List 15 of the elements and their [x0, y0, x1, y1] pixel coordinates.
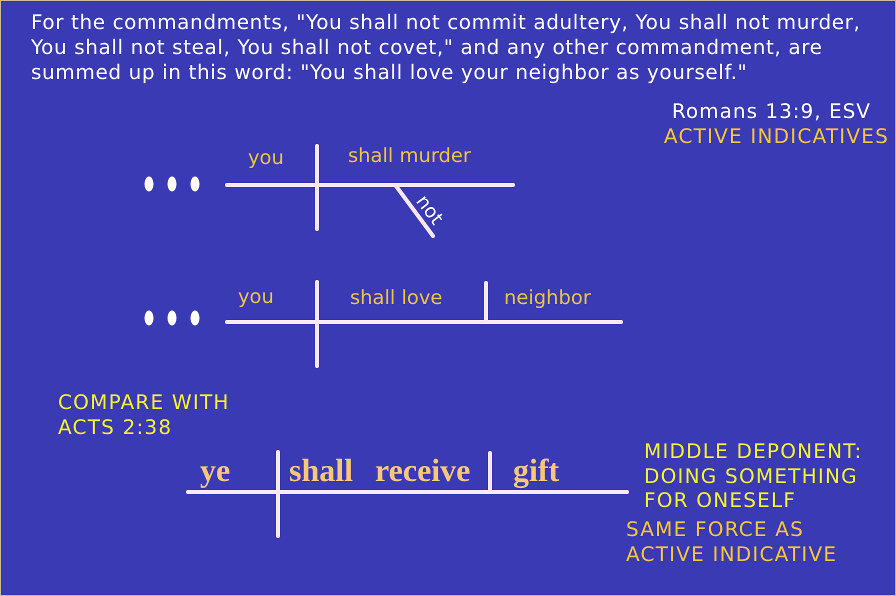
subject-word: you — [238, 285, 274, 309]
citation-text: Romans 13:9, ESV — [672, 99, 871, 123]
note-text: SAME FORCE AS ACTIVE INDICATIVE — [626, 517, 838, 566]
object-word: gift — [513, 453, 560, 487]
object-word: neighbor — [504, 286, 591, 310]
subject-word: ye — [200, 453, 230, 487]
section-heading: ACTIVE INDICATIVES — [664, 124, 889, 148]
verb-phrase: shall love — [350, 286, 442, 310]
verb-phrase: shall murder — [348, 144, 471, 168]
note-text: MIDDLE DEPONENT: DOING SOMETHING FOR ONESELF — [644, 439, 864, 512]
modifier-word: not — [410, 190, 448, 230]
subject-word: you — [248, 146, 284, 170]
note-text: COMPARE WITH ACTS 2:38 — [58, 390, 231, 439]
verb-phrase: shall receive — [289, 453, 470, 487]
quote-text: For the commandments, "You shall not commit adultery, You shall not murder, You shall not steal, You shall not covet," and any other commandment, are summed up in this word: "You shall love your neighbor as yourself." — [31, 10, 862, 85]
